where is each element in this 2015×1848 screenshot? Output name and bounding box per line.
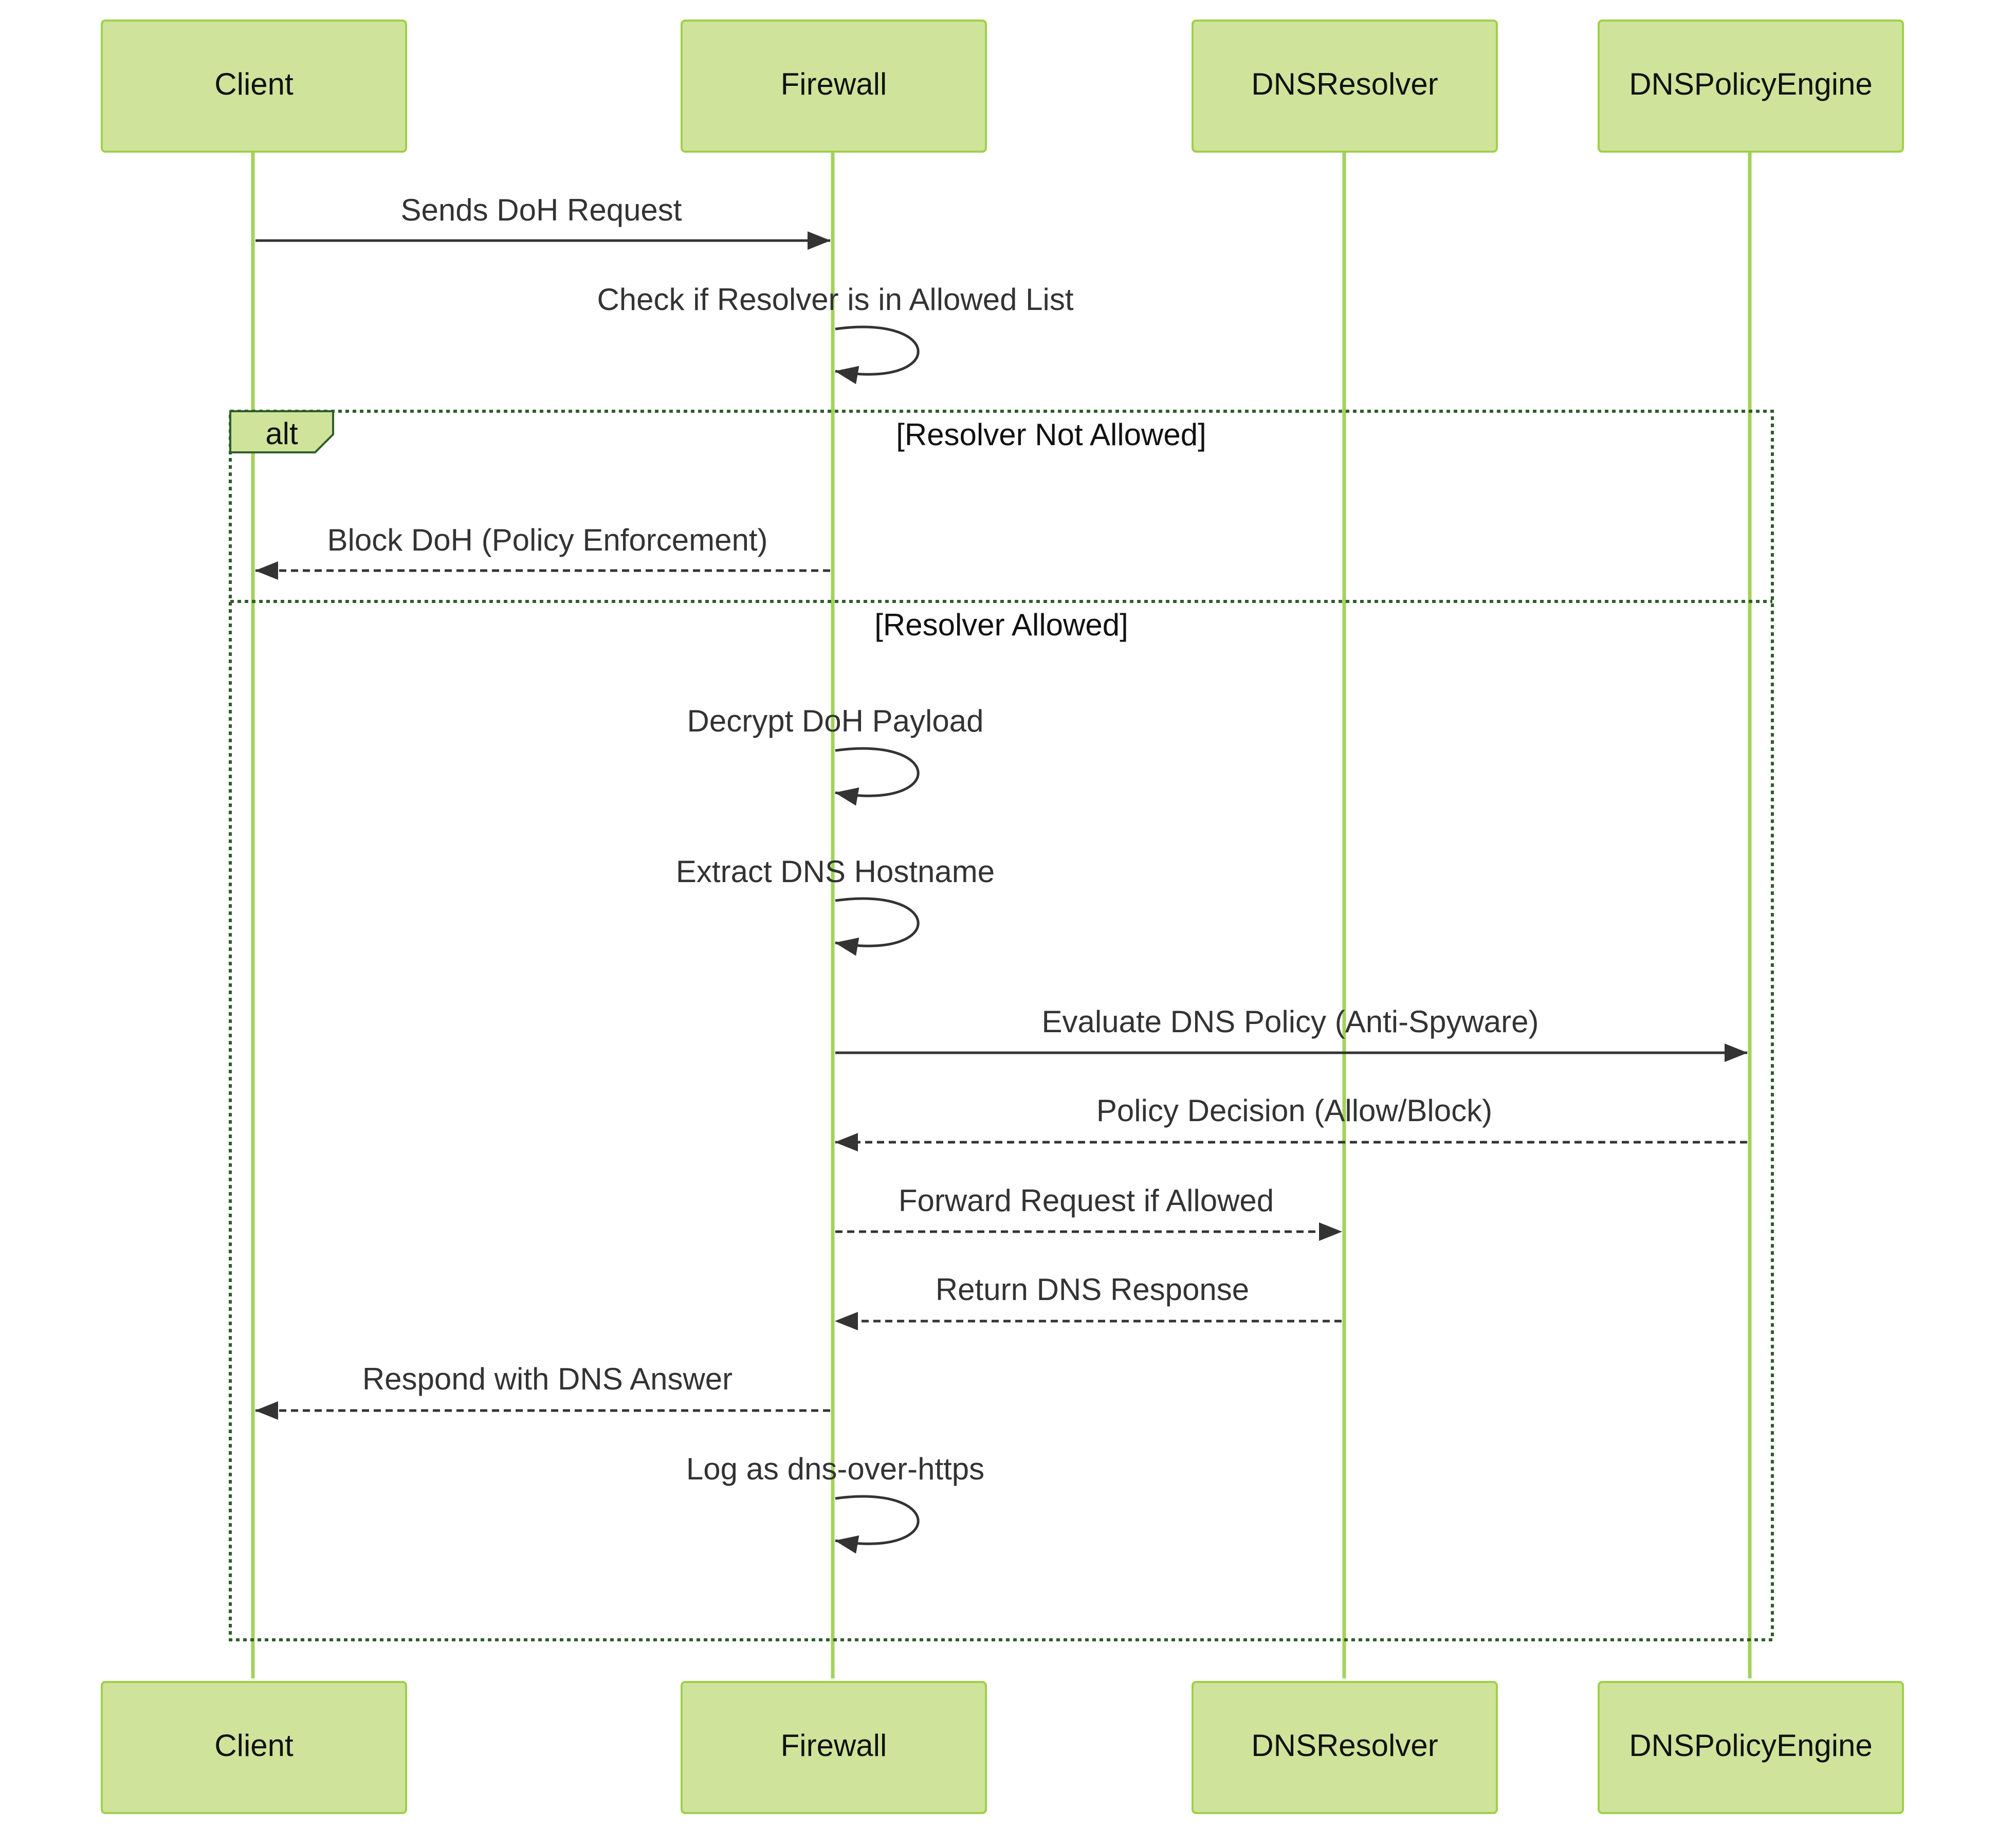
message-label: Forward Request if Allowed [899,1183,1274,1218]
message-label: Evaluate DNS Policy (Anti-Spyware) [1041,1004,1538,1039]
message-label: Decrypt DoH Payload [687,704,984,738]
actor-top-firewall: Firewall [681,20,987,153]
alt-section-condition-1: [Resolver Not Allowed] [896,417,1206,452]
actor-box [1192,1681,1498,1814]
actor-top-client: Client [101,20,407,153]
message-label: Return DNS Response [936,1272,1249,1307]
message-return-dns-response: Return DNS Response [835,1272,1342,1330]
message-forward-request: Forward Request if Allowed [835,1183,1342,1241]
message-label: Extract DNS Hostname [676,854,995,889]
actor-top-dnsresolver: DNSResolver [1192,20,1498,153]
actor-top-dnspolicyengine: DNSPolicyEngine [1598,20,1904,153]
actor-box [681,1681,987,1814]
message-arrow [835,325,920,385]
actor-box [1598,20,1904,153]
message-policy-decision: Policy Decision (Allow/Block) [835,1093,1747,1151]
message-arrow [835,1495,920,1554]
message-label: Policy Decision (Allow/Block) [1096,1093,1492,1128]
actor-box [1598,1681,1904,1814]
alt-frame-border [229,410,1774,1641]
message-label: Log as dns-over-https [686,1452,984,1486]
message-block-doh: Block DoH (Policy Enforcement) [255,523,830,580]
alt-frame-label: alt [265,416,298,451]
message-arrow [835,747,920,806]
message-decrypt-doh-payload: Decrypt DoH Payload [687,704,984,806]
actor-label: DNSResolver [1251,1728,1438,1763]
actor-box [101,1681,407,1814]
message-arrow [835,897,920,956]
actor-bottom-firewall: Firewall [681,1681,987,1814]
actor-bottom-dnsresolver: DNSResolver [1192,1681,1498,1814]
message-label: Check if Resolver is in Allowed List [597,282,1073,317]
actor-label: DNSResolver [1251,67,1438,101]
message-respond-dns-answer: Respond with DNS Answer [255,1362,830,1420]
actor-box [101,20,407,153]
message-evaluate-dns-policy: Evaluate DNS Policy (Anti-Spyware) [835,1004,1748,1062]
message-log-doh: Log as dns-over-https [686,1452,984,1554]
message-label: Respond with DNS Answer [362,1362,732,1396]
actor-label: Client [214,67,294,101]
alt-frame: alt [Resolver Not Allowed] [Resolver All… [229,410,1774,1641]
actor-label: DNSPolicyEngine [1629,1728,1873,1763]
actor-box [1192,20,1498,153]
message-sends-doh-request: Sends DoH Request [255,193,831,250]
actor-label: Firewall [781,67,887,101]
message-label: Sends DoH Request [401,193,682,227]
alt-section-condition-2: [Resolver Allowed] [874,608,1128,642]
actor-label: Firewall [781,1728,887,1763]
message-label: Block DoH (Policy Enforcement) [327,523,768,557]
message-check-resolver-allowed: Check if Resolver is in Allowed List [597,282,1074,385]
actor-box [681,20,987,153]
actor-label: Client [214,1728,294,1763]
actor-bottom-client: Client [101,1681,407,1814]
message-extract-dns-hostname: Extract DNS Hostname [676,854,995,956]
alt-frame-tab [229,410,334,453]
actor-label: DNSPolicyEngine [1629,67,1873,101]
actor-bottom-dnspolicyengine: DNSPolicyEngine [1598,1681,1904,1814]
